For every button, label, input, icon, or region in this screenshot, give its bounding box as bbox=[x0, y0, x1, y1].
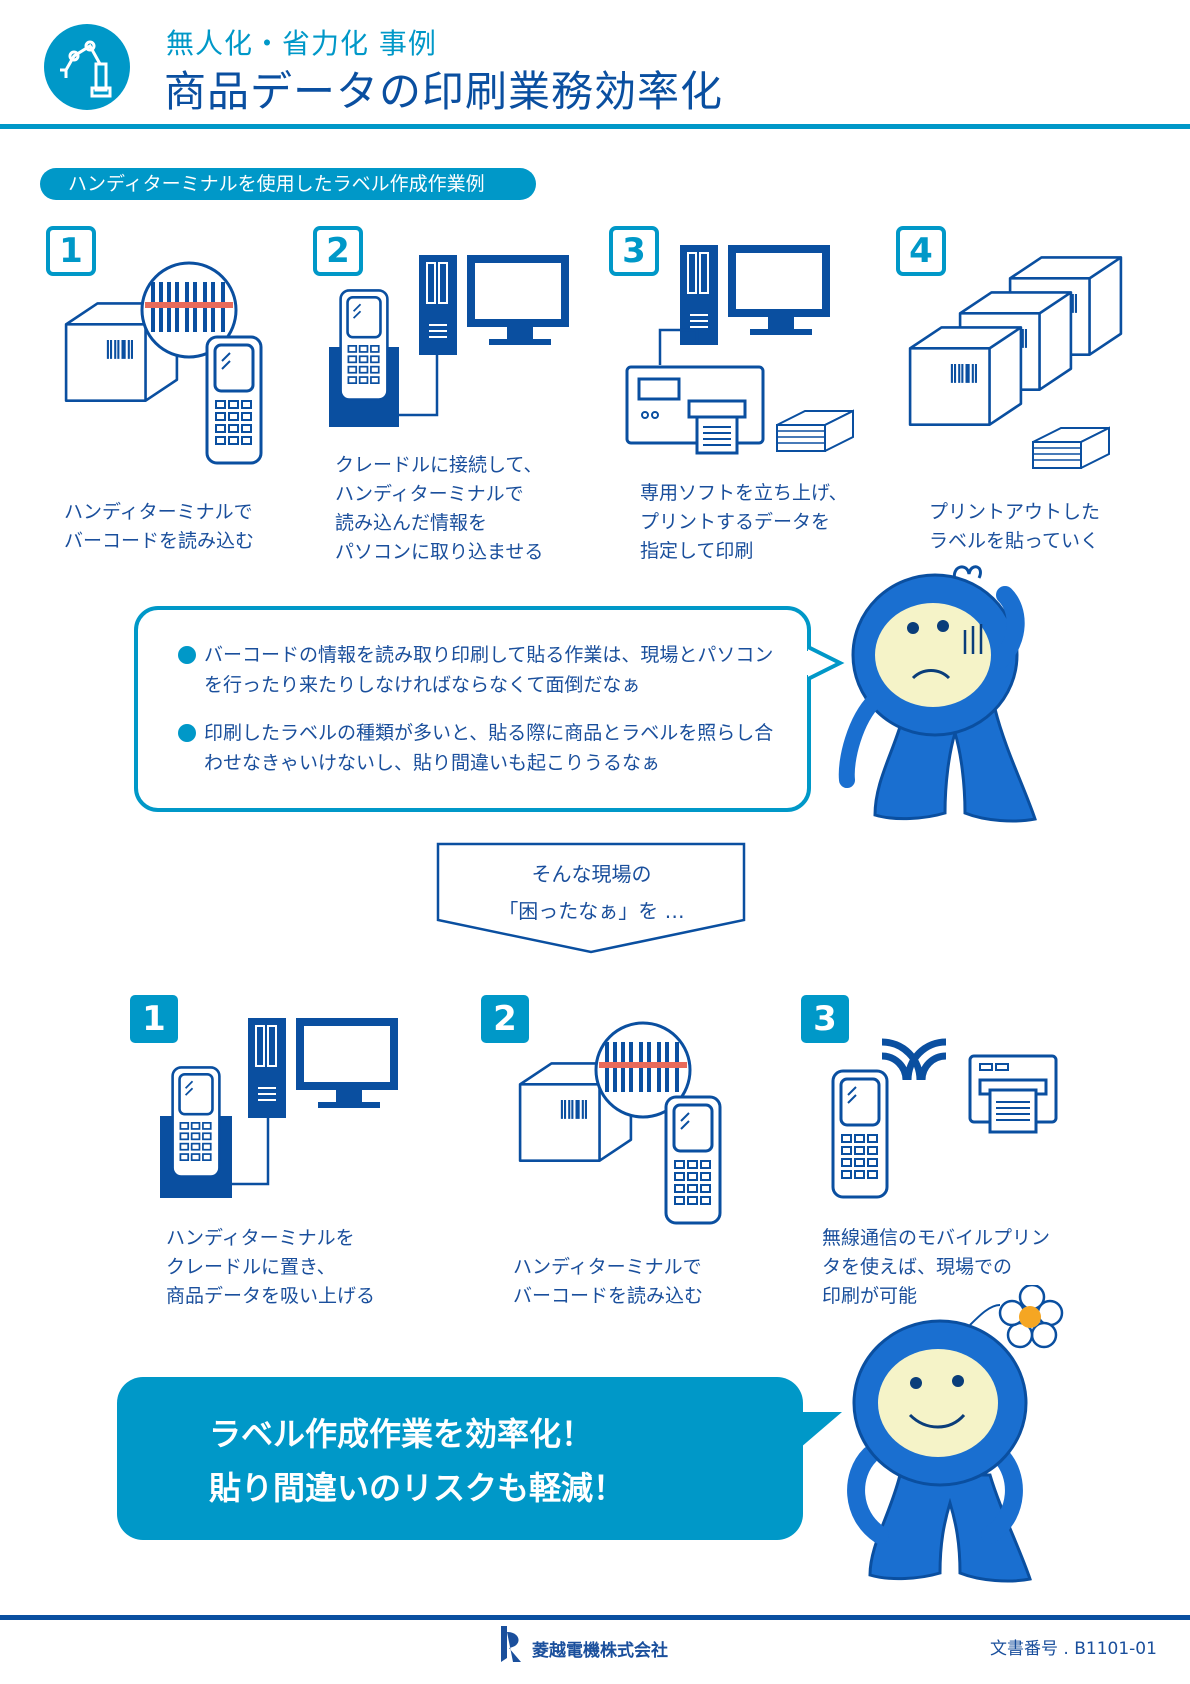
step-caption: ハンディターミナルで バーコードを読み込む bbox=[513, 1256, 704, 1307]
page-subtitle: 無人化・省力化 事例 bbox=[166, 27, 437, 60]
header-divider bbox=[0, 124, 1190, 129]
robot-arm-icon bbox=[44, 24, 130, 110]
footer-divider bbox=[0, 1615, 1190, 1620]
company-name: 菱越電機株式会社 bbox=[532, 1641, 668, 1661]
banner-tail bbox=[800, 1412, 842, 1448]
problem-item: バーコードの情報を読み取り印刷して貼る作業は、現場とパソコンを行ったり来たりしな… bbox=[178, 640, 787, 700]
result-banner: ラベル作成作業を効率化！ 貼り間違いのリスクも軽減！ bbox=[117, 1377, 803, 1540]
pc-printer-illustration bbox=[625, 245, 854, 455]
step-caption: 専用ソフトを立ち上げ、 プリントするデータを 指定して印刷 bbox=[640, 482, 848, 562]
step-number: 1 bbox=[46, 226, 96, 276]
result-line1: ラベル作成作業を効率化！ bbox=[209, 1415, 594, 1453]
step-number: 2 bbox=[481, 995, 529, 1043]
cradle-pc-illustration bbox=[160, 1018, 398, 1198]
step-number: 2 bbox=[313, 226, 363, 276]
step-caption: ハンディターミナルで バーコードを読み込む bbox=[64, 501, 255, 552]
company-logo bbox=[501, 1626, 521, 1662]
labeled-boxes-illustration bbox=[908, 256, 1123, 469]
transition-text: そんな現場の 「困ったなぁ」を … bbox=[438, 856, 745, 930]
cradle-pc-illustration bbox=[329, 255, 569, 427]
worried-character bbox=[838, 565, 1037, 823]
step-number: 3 bbox=[801, 995, 849, 1043]
result-line2: 貼り間違いのリスクも軽減！ bbox=[209, 1469, 626, 1507]
happy-character bbox=[847, 1285, 1064, 1583]
step-caption: ハンディターミナルを クレードルに置き、 商品データを吸い上げる bbox=[166, 1227, 376, 1307]
section-label: ハンディターミナルを使用したラベル作成作業例 bbox=[40, 168, 536, 200]
transition-line1: そんな現場の bbox=[531, 862, 652, 886]
scan-barcode-illustration bbox=[518, 1021, 722, 1225]
step-number: 4 bbox=[896, 226, 946, 276]
step-caption: クレードルに接続して、 ハンディターミナルで 読み込んだ情報を パソコンに取り込… bbox=[335, 454, 544, 563]
problem-speech-bubble: バーコードの情報を読み取り印刷して貼る作業は、現場とパソコンを行ったり来たりしな… bbox=[134, 606, 811, 812]
step-number: 1 bbox=[130, 995, 178, 1043]
step-number: 3 bbox=[609, 226, 659, 276]
problem-item: 印刷したラベルの種類が多いと、貼る際に商品とラベルを照らし合わせなきゃいけないし… bbox=[178, 718, 787, 778]
bubble-tail bbox=[806, 645, 845, 681]
document-number: 文書番号 . B1101-01 bbox=[990, 1639, 1157, 1659]
wireless-printer-illustration bbox=[831, 1038, 1058, 1199]
transition-line2: 「困ったなぁ」を … bbox=[498, 899, 685, 923]
step-caption: プリントアウトした ラベルを貼っていく bbox=[929, 501, 1101, 552]
transition-arrow-box bbox=[436, 842, 746, 954]
page-title: 商品データの印刷業務効率化 bbox=[164, 67, 724, 116]
scan-barcode-illustration bbox=[64, 261, 263, 465]
step-caption: 無線通信のモバイルプリン タを使えば、現場での 印刷が可能 bbox=[822, 1227, 1051, 1307]
